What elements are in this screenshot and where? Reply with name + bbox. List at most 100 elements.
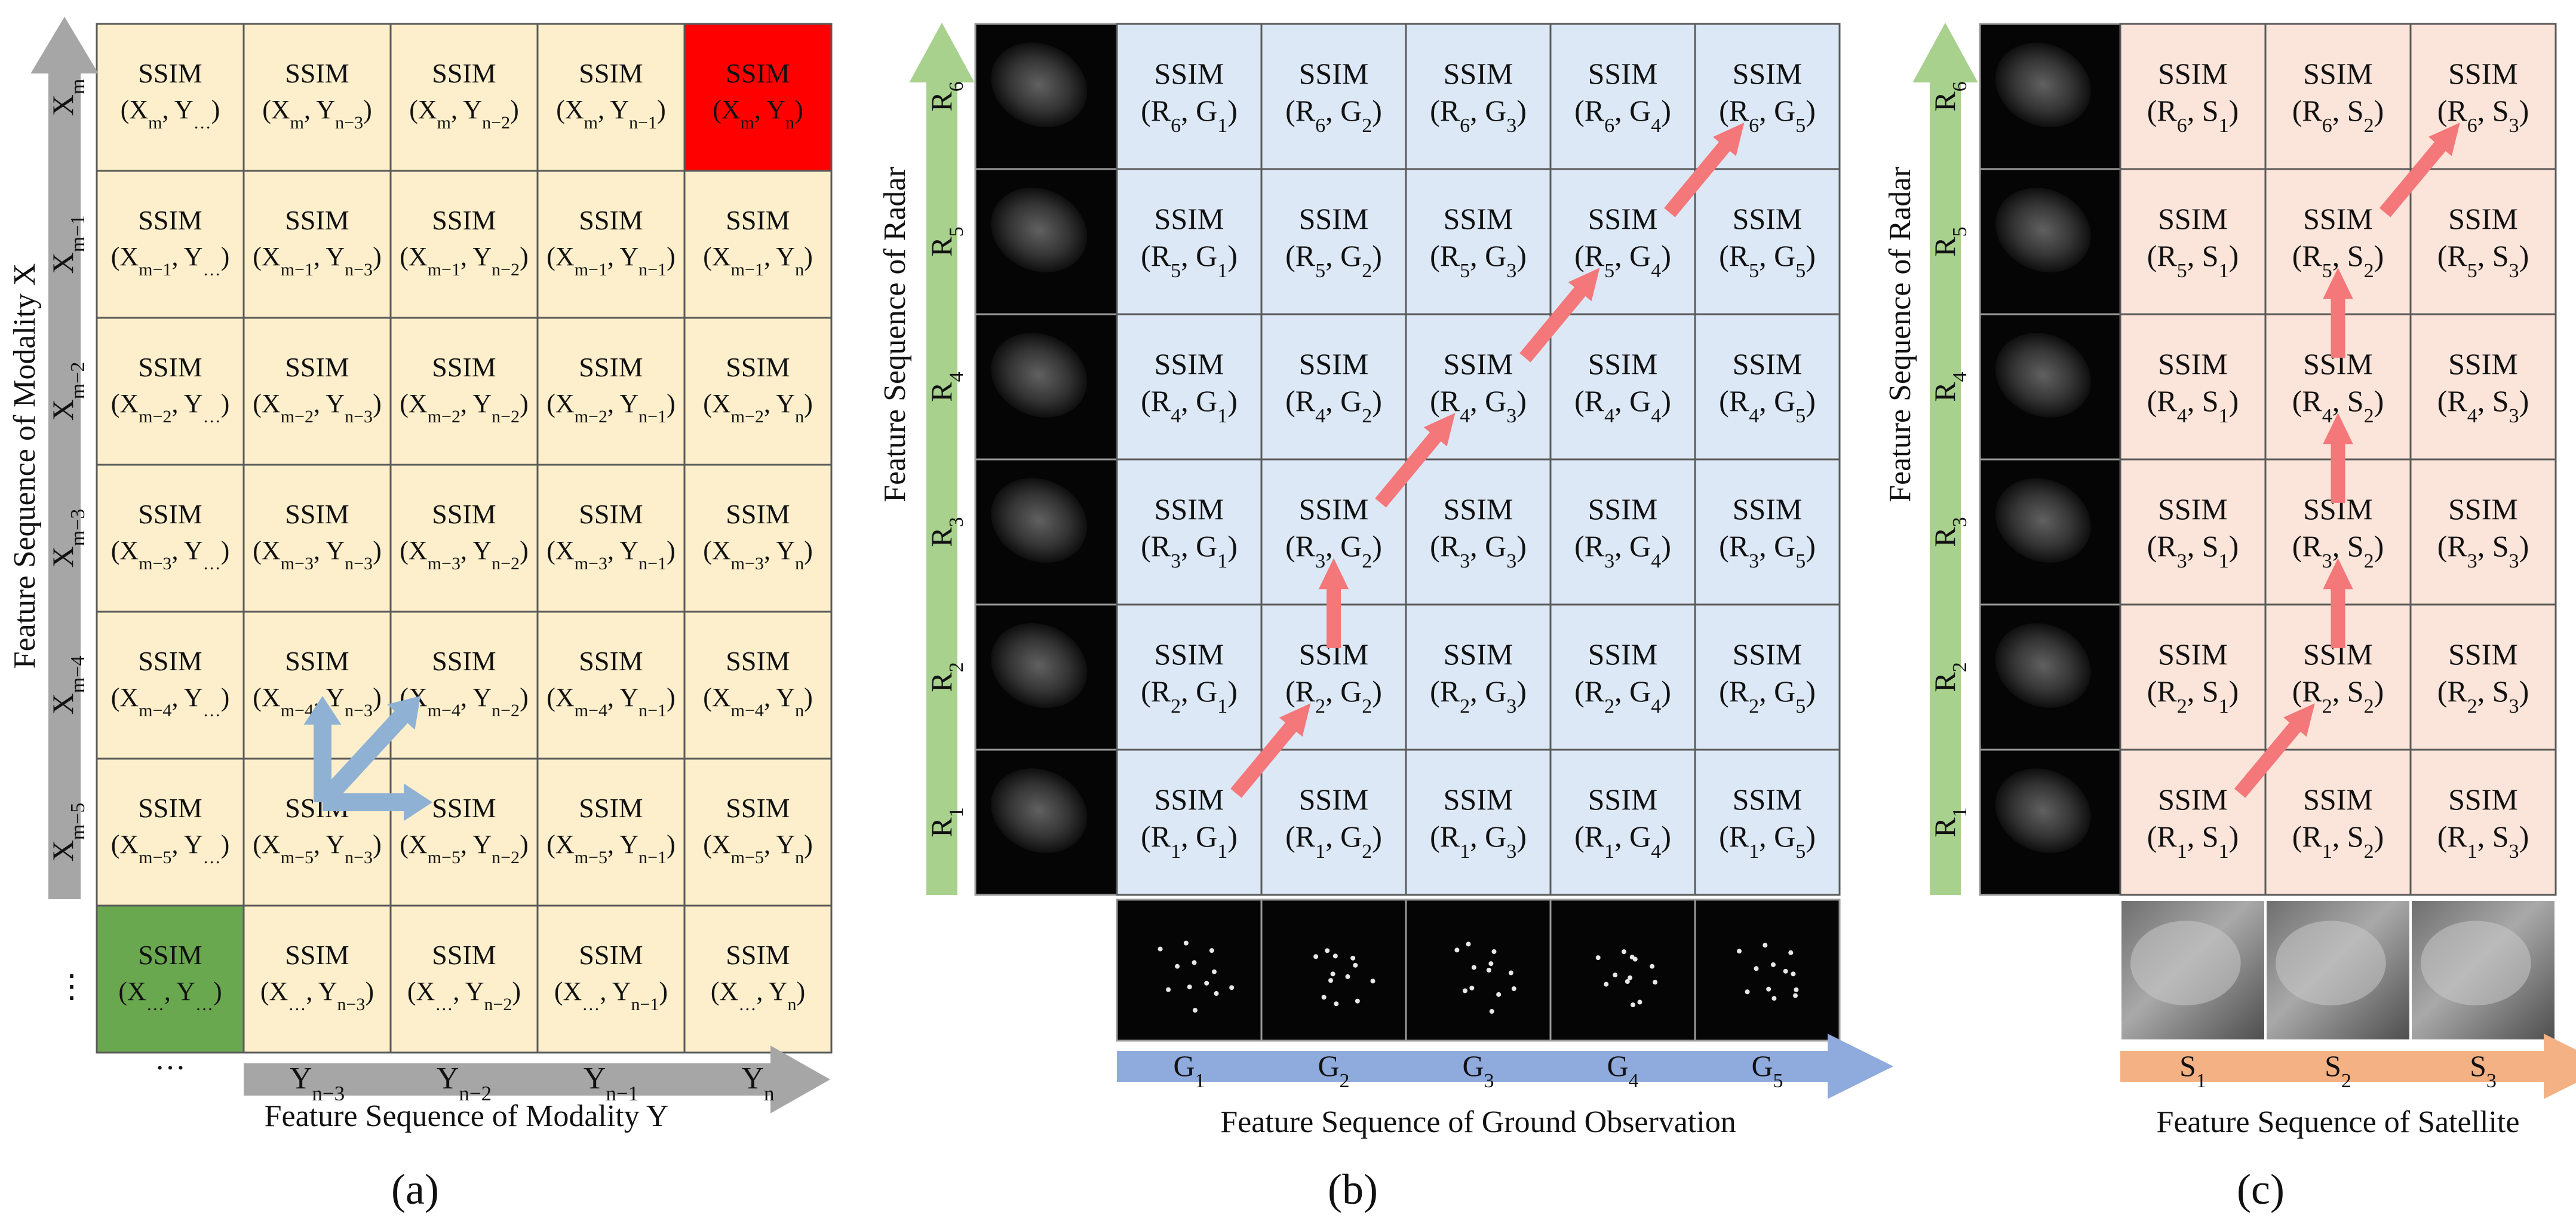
cell-ssim-title: SSIM — [2448, 492, 2518, 526]
matrix-cell: SSIM(R5, G5) — [1694, 168, 1841, 315]
alignment-path-arrow — [1230, 703, 1311, 798]
matrix-cell: SSIM(R6, G1) — [1116, 23, 1263, 170]
matrix-cell: SSIM(R3, G4) — [1549, 458, 1696, 606]
y-axis-arrow — [1912, 23, 1978, 895]
cell-pair-label: (Xm−1, Yn−2) — [400, 242, 528, 280]
alignment-path-arrow — [2323, 413, 2353, 503]
cell-background — [389, 170, 539, 319]
matrix-cell: SSIM (Xm−2, Y…) — [96, 317, 245, 466]
cell-pair-label: (Xm−4, Yn) — [703, 683, 813, 720]
cell-pair-label: (Xm−2, Y…) — [111, 389, 230, 427]
cell-pair-label: (R3, S3) — [2437, 529, 2529, 572]
cell-ssim-title: SSIM — [1733, 57, 1803, 90]
cell-ssim-title: SSIM — [1588, 202, 1658, 235]
matrix-cell: SSIM (R6, G5) — [1694, 23, 1841, 170]
cell-ssim-title: SSIM — [1733, 347, 1803, 381]
cell-ssim-title: SSIM — [2158, 202, 2228, 235]
y-axis-tick-label: R5 — [1928, 226, 1971, 256]
matrix-cell: SSIM(R6, G4) — [1549, 23, 1696, 170]
cell-background — [1405, 603, 1552, 751]
cell-ssim-title: SSIM — [138, 58, 202, 88]
panel-a-step-arrows — [303, 696, 432, 821]
cell-ssim-title: SSIM — [2158, 57, 2228, 90]
cell-pair-label: (R2, G3) — [1430, 674, 1527, 717]
cell-background — [683, 757, 833, 907]
cell-ssim-title: SSIM — [1155, 637, 1224, 671]
cell-pair-label: (Xm−3, Y…) — [111, 536, 230, 573]
matrix-cell: SSIM(R6, G3) — [1405, 23, 1552, 170]
cell-background — [2119, 749, 2267, 896]
cell-pair-label: (R5, G5) — [1719, 239, 1816, 282]
cell-ssim-title: SSIM — [1299, 783, 1369, 816]
x-axis-tick-label: Yn — [741, 1062, 774, 1105]
matrix-cell: SSIM(R2, S1) — [2119, 603, 2267, 751]
y-axis-tick-label: R2 — [925, 662, 968, 692]
cell-background — [96, 23, 245, 172]
y-axis-tick-label: R4 — [925, 372, 968, 401]
cell-ssim-title: SSIM — [1299, 347, 1369, 381]
panel-c-grid: SSIM(R6, S1)SSIM(R6, S2)SSIM(R6, S3)SSIM… — [2119, 23, 2557, 896]
x-axis-title: Feature Sequence of Ground Observation — [1220, 1105, 1736, 1139]
cell-ssim-title: SSIM — [1299, 202, 1369, 235]
cell-pair-label: (R5, S1) — [2147, 239, 2239, 282]
alignment-path-arrow — [1318, 558, 1349, 648]
cell-pair-label: (R4, G1) — [1141, 384, 1238, 427]
y-axis-tick-label: Xm−3 — [46, 509, 89, 568]
matrix-cell: SSIM(R5, S3) — [2409, 168, 2557, 315]
cell-pair-label: (R2, G1) — [1141, 674, 1238, 717]
alignment-path-arrow — [1664, 122, 1745, 217]
cell-background — [1694, 749, 1841, 896]
cell-pair-label: (Xm, Yn−2) — [409, 95, 519, 133]
matrix-cell: SSIM(Xm−3, Y…) — [96, 464, 245, 613]
matrix-cell: SSIM(Xm, Yn−3) — [242, 23, 392, 172]
cell-ssim-title: SSIM — [138, 940, 202, 970]
cell-background — [2264, 749, 2412, 896]
panel-b: SSIM(R6, G1)SSIM(R6, G2)SSIM(R6, G3)SSIM… — [878, 23, 1893, 1213]
matrix-cell: SSIM(X…, Yn−1) — [536, 904, 686, 1054]
cell-ssim-title: SSIM — [1155, 783, 1224, 816]
cell-pair-label: (R2, S3) — [2437, 674, 2529, 717]
y-axis-tick-label: R4 — [1928, 372, 1971, 401]
cell-ssim-title: SSIM — [432, 205, 496, 235]
matrix-cell: SSIM(R3, G1) — [1116, 458, 1263, 606]
radar-thumbnail — [974, 603, 1118, 751]
cell-pair-label: (R5, S3) — [2437, 239, 2529, 282]
cell-pair-label: (R4, S1) — [2147, 384, 2239, 427]
matrix-cell: SSIM (Xm−1, Yn−2) — [389, 170, 539, 319]
radar-thumbnail — [974, 168, 1118, 315]
cell-ssim-title: SSIM — [138, 352, 202, 382]
matrix-cell: SSIM(R1, S1) — [2119, 749, 2267, 896]
x-axis-tick-label: G2 — [1318, 1049, 1349, 1092]
cell-ssim-title: SSIM — [138, 205, 202, 235]
cell-pair-label: (R5, G4) — [1574, 239, 1671, 282]
cell-background — [2409, 168, 2557, 315]
cell-ssim-title: SSIM — [2158, 783, 2228, 816]
cell-pair-label: (R6, G3) — [1430, 94, 1527, 137]
panel-a: SSIM(Xm, Y…)SSIM(Xm, Yn−3)SSIM(Xm, Yn−2)… — [8, 17, 833, 1213]
panel-c-alignment-path — [2234, 122, 2460, 798]
cell-ssim-title: SSIM — [726, 205, 790, 235]
matrix-cell: SSIM(R2, G3) — [1405, 603, 1552, 751]
cell-ssim-title: SSIM — [432, 940, 496, 970]
cell-pair-label: (R6, G5) — [1719, 94, 1816, 137]
cell-ssim-title: SSIM — [1588, 57, 1658, 90]
cell-pair-label: (Xm−4, Yn−3) — [253, 683, 381, 720]
alignment-path-arrow — [1375, 413, 1456, 508]
alignment-path-arrow — [2323, 268, 2353, 358]
cell-pair-label: (Xm, Yn−1) — [556, 95, 666, 133]
y-axis-tick-label: Xm−5 — [46, 803, 89, 862]
cell-pair-label: (R6, S1) — [2147, 94, 2239, 137]
x-axis-tick-label: S2 — [2325, 1049, 2351, 1092]
cell-pair-label: (R1, G3) — [1430, 820, 1527, 863]
matrix-cell: SSIM(R1, G4) — [1549, 749, 1696, 896]
cell-ssim-title: SSIM — [138, 646, 202, 676]
y-axis-title: Feature Sequence of Radar — [1883, 167, 1917, 502]
cell-pair-label: (R1, G1) — [1141, 820, 1238, 863]
cell-ssim-title: SSIM — [1444, 492, 1513, 526]
cell-background — [1549, 23, 1696, 170]
y-axis-tick-label: R3 — [1928, 517, 1971, 547]
radar-thumbnail — [974, 313, 1118, 461]
matrix-cell: SSIM(R1, S2) — [2264, 749, 2412, 896]
